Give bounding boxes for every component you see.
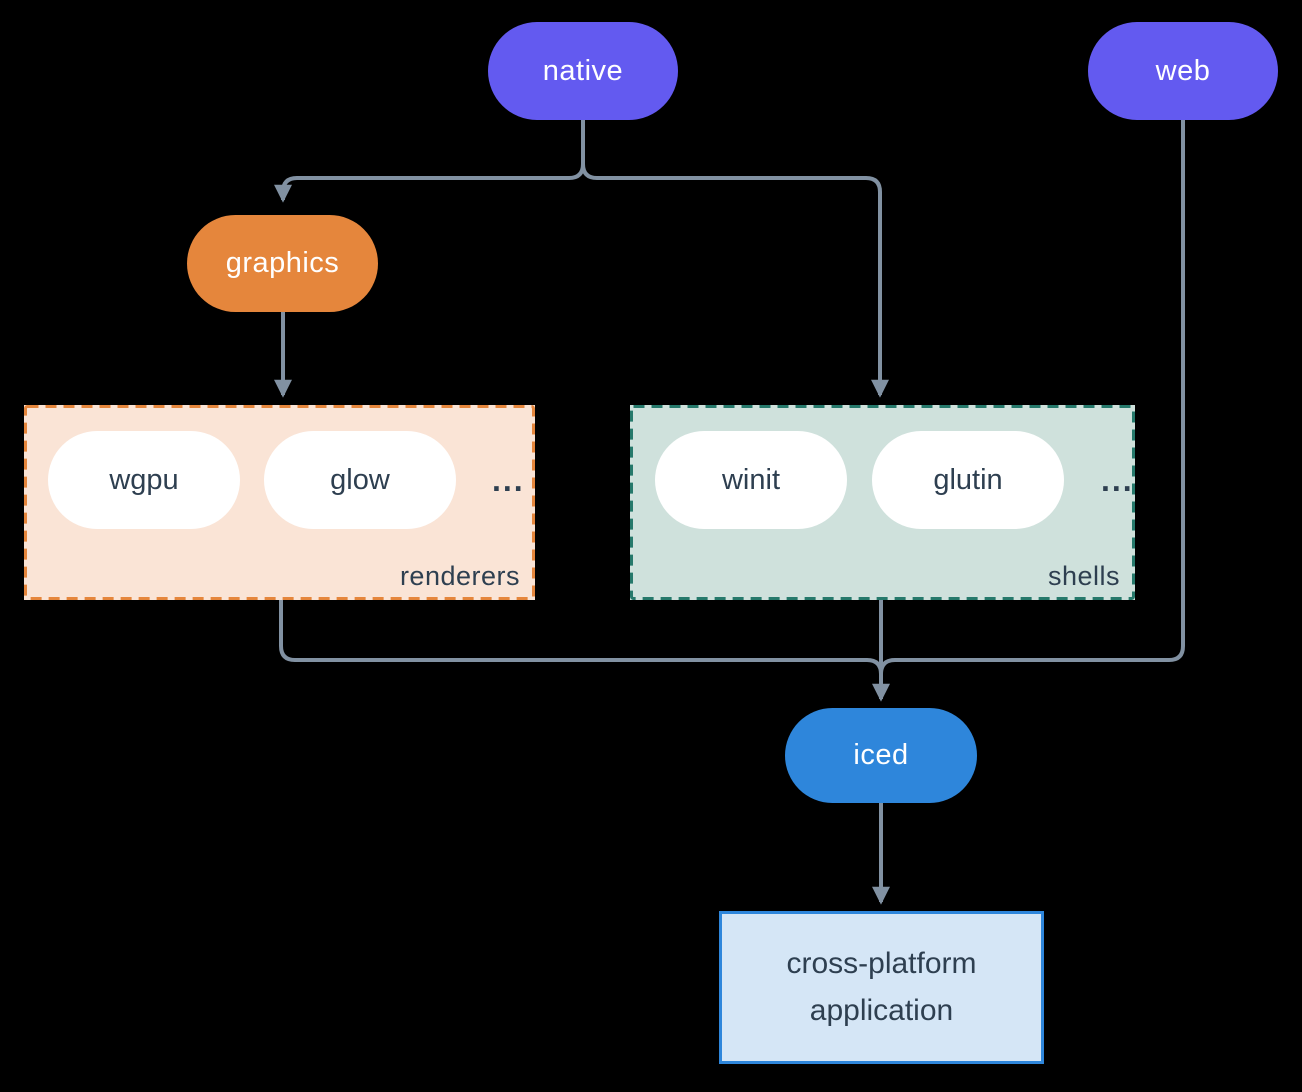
web-node-label: web	[1155, 54, 1211, 87]
shells-group-row: winit glutin ...	[655, 431, 1134, 529]
wgpu-node-label: wgpu	[109, 463, 179, 496]
renderers-group-row: wgpu glow ...	[48, 431, 525, 529]
iced-node: iced	[785, 708, 977, 803]
graphics-node: graphics	[187, 215, 378, 312]
winit-node-label: winit	[721, 463, 780, 496]
renderers-group-label: renderers	[399, 561, 520, 591]
winit-node: winit	[655, 431, 847, 529]
wgpu-node: wgpu	[48, 431, 240, 529]
glow-node: glow	[264, 431, 456, 529]
renderers-group: wgpu glow ... renderers	[24, 405, 535, 600]
graphics-node-label: graphics	[225, 247, 340, 279]
web-node: web	[1088, 22, 1278, 120]
glutin-node-label: glutin	[933, 463, 1003, 496]
glow-node-label: glow	[330, 463, 390, 496]
shells-ellipsis: ...	[1101, 461, 1134, 498]
native-node-label: native	[542, 54, 624, 87]
edge-native-to-graphics	[274, 120, 585, 203]
edge-renderers-to-merge	[279, 600, 883, 675]
shells-group: winit glutin ... shells	[630, 405, 1135, 600]
native-node: native	[488, 22, 678, 120]
iced-node-label: iced	[853, 739, 909, 771]
glutin-node: glutin	[872, 431, 1064, 529]
shells-group-label: shells	[1047, 561, 1120, 591]
cross-platform-application-label: cross-platform application	[786, 947, 977, 1027]
renderers-ellipsis: ...	[492, 461, 525, 498]
edge-native-to-shells	[581, 120, 889, 398]
cross-platform-application-node: cross-platform application	[719, 911, 1044, 1064]
